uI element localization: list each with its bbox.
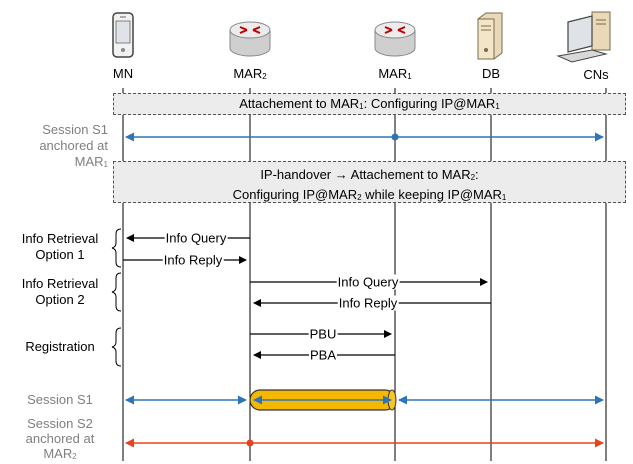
handover-box-line1: IP-handover → Attachement to MAR2: bbox=[260, 167, 479, 182]
info-query-label-2: Info Query bbox=[336, 274, 400, 290]
handover-box-line2: Configuring IP@MAR2 while keeping IP@MAR… bbox=[232, 187, 507, 202]
registration-label: Registration bbox=[25, 339, 95, 354]
pbu-label: PBU bbox=[308, 326, 338, 342]
entity-label-mar2: MAR2 bbox=[233, 66, 267, 81]
entity-label-mn: MN bbox=[112, 66, 134, 81]
entity-label-mar1: MAR1 bbox=[378, 66, 412, 81]
anchor-dot-mar1 bbox=[391, 133, 399, 141]
entity-label-db: DB bbox=[481, 66, 501, 81]
info-query-label-1: Info Query bbox=[164, 230, 228, 246]
pba-label: PBA bbox=[308, 347, 338, 363]
attachment-box-mar1-text: Attachement to MAR1: Configuring IP@MAR1 bbox=[239, 96, 500, 111]
session-s1-label: Session S1 bbox=[27, 392, 93, 407]
info-reply-label-1: Info Reply bbox=[162, 252, 224, 268]
router-icon bbox=[374, 21, 416, 57]
laptop-icon bbox=[556, 11, 611, 63]
router-icon bbox=[229, 21, 271, 57]
anchor-dot-mar2 bbox=[246, 439, 254, 447]
handover-box: IP-handover → Attachement to MAR2: Confi… bbox=[113, 161, 626, 203]
info-retrieval-option1-label: Info Retrieval Option 1 bbox=[21, 231, 99, 262]
session-s2-anchored-label: Session S2 anchored at MAR2 bbox=[25, 416, 95, 461]
info-retrieval-option2-label: Info Retrieval Option 2 bbox=[21, 276, 99, 307]
info-reply-label-2: Info Reply bbox=[337, 295, 399, 311]
session-s1-anchored-label: Session S1 anchored at MAR1 bbox=[39, 122, 108, 169]
brace-group bbox=[111, 228, 122, 367]
entity-label-cns: CNs bbox=[583, 67, 609, 82]
mobile-phone-icon bbox=[112, 12, 134, 58]
attachment-box-mar1: Attachement to MAR1: Configuring IP@MAR1 bbox=[113, 93, 626, 115]
server-icon bbox=[477, 12, 503, 60]
